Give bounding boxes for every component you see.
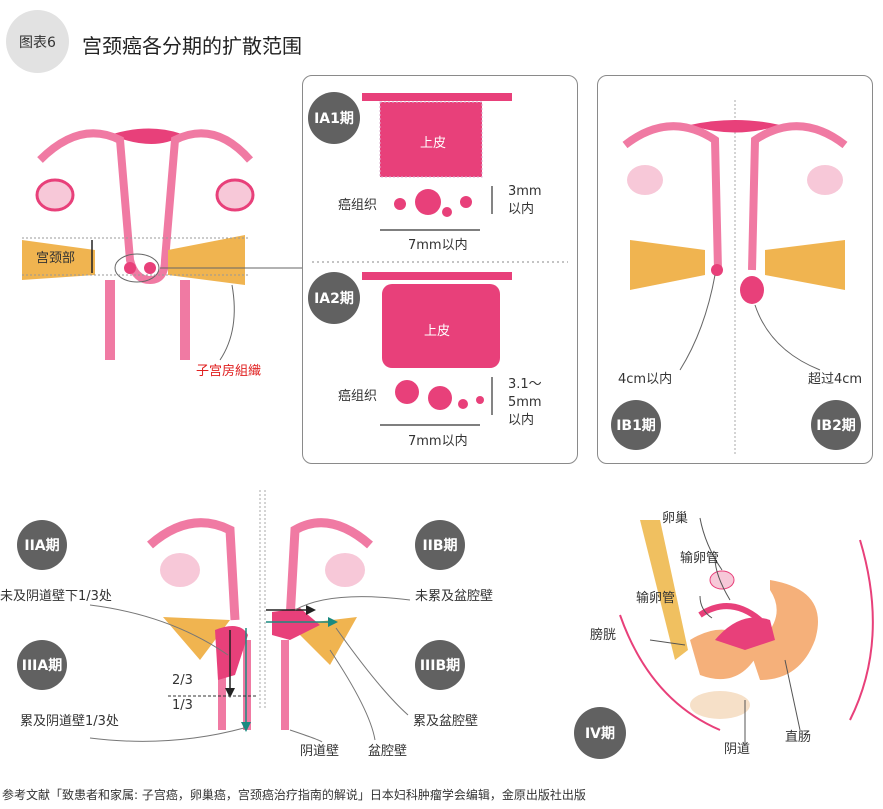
ib2-label: 超过4cm xyxy=(808,372,863,387)
ia1-cancer-label: 癌组织 xyxy=(338,198,378,213)
iia-label: 未及阴道壁下1/3处 xyxy=(0,589,112,604)
page-title: 宫颈癌各分期的扩散范围 xyxy=(82,34,302,58)
pelvic-wall-label: 盆腔壁 xyxy=(368,744,408,759)
vaginal-wall-label: 阴道壁 xyxy=(300,744,340,759)
ia2-epithelium: 上皮 xyxy=(424,324,451,339)
ovary-label: 卵巢 xyxy=(662,511,689,526)
iiia-label: 累及阴道壁1/3处 xyxy=(20,714,119,729)
reference-footer: 参考文献「致患者和家属: 子宫癌，卵巢癌，宫颈癌治疗指南的解说」日本妇科肿瘤学会… xyxy=(2,788,586,802)
ib1-badge: IB1期 xyxy=(611,400,661,450)
tissue-label: 子宫房組織 xyxy=(196,364,262,379)
vagina-label: 阴道 xyxy=(724,742,751,757)
uterus-illustration xyxy=(35,128,255,360)
bladder-label: 膀胱 xyxy=(590,628,617,643)
ia1-width: 7mm以内 xyxy=(408,238,468,253)
ia2-width: 7mm以内 xyxy=(408,434,468,449)
iib-label: 未累及盆腔壁 xyxy=(415,589,494,604)
ia1-epithelium: 上皮 xyxy=(420,136,447,151)
cervix-label: 宫颈部 xyxy=(36,251,76,266)
iiib-label: 累及盆腔壁 xyxy=(413,714,479,729)
ia1-badge: IA1期 xyxy=(308,92,360,144)
ligament-left xyxy=(22,240,95,280)
tube-label-1: 输卵管 xyxy=(680,551,720,566)
figure-label-circle: 图表6 xyxy=(6,10,69,73)
ia1-depth: 3mm 以内 xyxy=(508,183,542,219)
depth-line: 5mm xyxy=(508,395,542,410)
one-third-label: 1/3 xyxy=(172,698,193,713)
ligament-right xyxy=(168,235,245,285)
ia2-badge: IA2期 xyxy=(308,272,360,324)
ib2-badge: IB2期 xyxy=(811,400,861,450)
iv-badge: IV期 xyxy=(574,707,626,759)
iiib-badge: IIIB期 xyxy=(415,640,465,690)
depth-line: 3.1～ xyxy=(508,377,542,392)
figure-label: 图表6 xyxy=(19,34,56,51)
iib-badge: IIB期 xyxy=(415,520,465,570)
depth-line: 3mm xyxy=(508,184,542,199)
tube-label-2: 输卵管 xyxy=(636,591,676,606)
rectum-label: 直肠 xyxy=(785,730,812,745)
iiia-badge: IIIA期 xyxy=(17,640,67,690)
ib1-label: 4cm以内 xyxy=(618,372,673,387)
iia-badge: IIA期 xyxy=(17,520,67,570)
depth-line: 以内 xyxy=(508,202,535,217)
ia2-depth: 3.1～ 5mm 以内 xyxy=(508,376,542,430)
ia2-cancer-label: 癌组织 xyxy=(338,389,378,404)
two-thirds-label: 2/3 xyxy=(172,673,193,688)
depth-line: 以内 xyxy=(508,413,535,428)
